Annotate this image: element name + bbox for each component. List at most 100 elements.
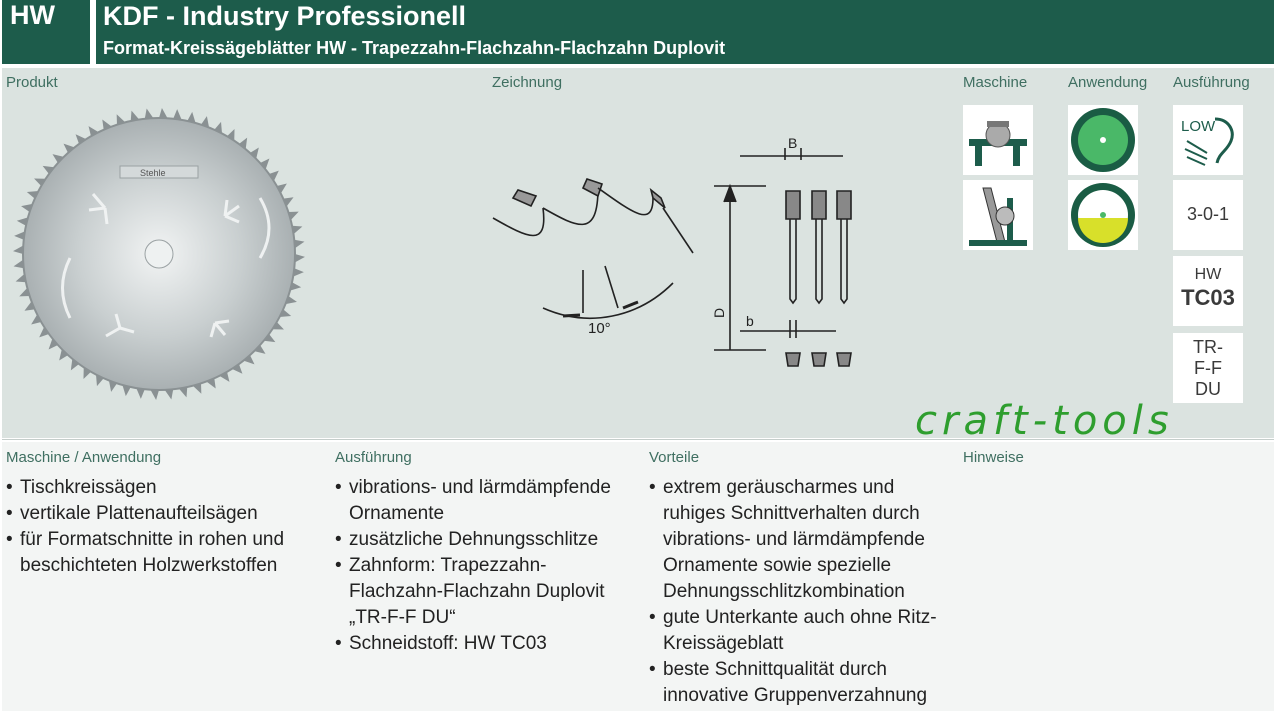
list-item: beste Schnittqualität durch innovative G… — [649, 657, 939, 709]
blade-full-green-icon — [1071, 108, 1135, 172]
saw-tooth — [70, 358, 80, 371]
ausfuehrung-label: Ausführung — [1173, 74, 1250, 91]
tooth-form-tile: TR- F-F DU — [1173, 333, 1243, 403]
list-item: vertikale Plattenaufteilsägen — [6, 501, 306, 527]
maschine-anwendung-label: Maschine / Anwendung — [6, 449, 162, 466]
vertical-saw-tile — [963, 180, 1033, 250]
material-hw: HW — [1194, 266, 1222, 283]
saw-tooth — [254, 345, 266, 354]
saw-tooth — [219, 371, 230, 382]
b-upper-label: B — [788, 135, 797, 151]
material-tc: TC03 — [1181, 285, 1235, 310]
low-noise-ear-icon: LOW — [1181, 117, 1234, 166]
table-saw-icon — [969, 121, 1027, 166]
tooth-form-line1: TR- — [1193, 337, 1223, 357]
saw-tooth — [13, 259, 24, 269]
saw-tooth — [164, 389, 174, 400]
saw-tooth — [289, 282, 302, 291]
title-bar: KDF - Industry Professionell Format-Krei… — [96, 0, 1274, 64]
saw-tooth — [294, 254, 305, 263]
saw-tooth — [178, 387, 188, 398]
saw-tooth — [136, 388, 145, 399]
saw-tooth — [150, 389, 159, 400]
saw-tooth — [187, 111, 196, 124]
saw-tooth — [75, 134, 87, 144]
rip-cut-tile — [1068, 105, 1138, 175]
saw-tooth — [243, 355, 255, 365]
saw-tooth — [293, 268, 304, 277]
saw-tooth — [272, 322, 284, 330]
saw-tooth — [130, 110, 140, 121]
angle-label: 10° — [588, 320, 611, 337]
saw-tooth — [294, 239, 305, 249]
coated-cut-tile — [1068, 180, 1138, 250]
saw-tooth — [263, 333, 276, 343]
hw-badge: HW — [2, 0, 90, 64]
technical-drawing: 10° D B b — [492, 135, 852, 367]
code-value: 3-0-1 — [1186, 204, 1230, 224]
vorteile-list: extrem geräuscharmes und ruhiges Schnitt… — [649, 475, 939, 709]
vorteile-label: Vorteile — [649, 449, 700, 466]
saw-tooth — [16, 217, 29, 226]
saw-tooth — [292, 225, 303, 235]
tooth-form-line3: DU — [1195, 379, 1221, 399]
saw-tooth — [269, 170, 279, 182]
vertical-saw-icon — [969, 187, 1027, 246]
blade-half-yellow-icon — [1071, 183, 1135, 247]
produkt-label: Produkt — [6, 74, 58, 91]
blade-brand: Stehle — [140, 168, 166, 178]
list-item: vibrations- und lärmdämpfende Ornamente — [335, 475, 635, 527]
tooth-form-line2: F-F — [1194, 358, 1222, 378]
divider — [2, 439, 1274, 440]
maschine-list: Tischkreissägen vertikale Plattenaufteil… — [6, 475, 306, 579]
saw-tooth — [144, 108, 154, 119]
header: HW KDF - Industry Professionell Format-K… — [0, 0, 1276, 65]
anwendung-label: Anwendung — [1068, 74, 1148, 91]
saw-blade-image: Stehle — [13, 108, 305, 400]
code-tile: 3-0-1 — [1173, 180, 1243, 250]
list-item: gute Unterkante auch ohne Ritz-Kreissäge… — [649, 605, 939, 657]
saw-tooth — [48, 338, 58, 350]
saw-tooth — [31, 314, 42, 325]
saw-tooth — [63, 143, 75, 153]
hw-badge-text: HW — [10, 0, 55, 30]
saw-tooth — [173, 109, 182, 120]
saw-tooth — [276, 183, 287, 194]
saw-tooth — [34, 178, 46, 186]
saw-tooth — [59, 349, 68, 361]
saw-tooth — [52, 154, 64, 163]
material-tile: HW TC03 — [1173, 256, 1243, 326]
table-saw-tile — [963, 105, 1033, 175]
list-item: extrem geräuscharmes und ruhiges Schnitt… — [649, 475, 939, 605]
saw-tooth — [88, 126, 99, 137]
hinweise-label: Hinweise — [963, 449, 1024, 466]
list-item: Zahnform: Trapezzahn-Flachzahn-Flachzahn… — [335, 553, 635, 631]
ausfuehrung-list: vibrations- und lärmdämpfende Ornamente … — [335, 475, 635, 657]
ausfuehrung-details-label: Ausführung — [335, 449, 412, 466]
saw-tooth — [15, 273, 26, 283]
d-label: D — [711, 308, 727, 318]
saw-tooth — [13, 245, 24, 254]
b-lower-label: b — [746, 313, 754, 329]
low-noise-tile: LOW — [1173, 105, 1243, 175]
saw-tooth — [260, 158, 270, 170]
saw-tooth — [227, 129, 235, 141]
saw-tooth — [238, 137, 248, 150]
saw-tooth — [159, 108, 168, 119]
craft-tools-logo: craft-tools — [915, 398, 1174, 444]
maschine-label: Maschine — [963, 74, 1028, 91]
saw-tooth — [231, 364, 243, 374]
low-noise-label: LOW — [1181, 118, 1216, 135]
list-item: Schneidstoff: HW TC03 — [335, 631, 635, 657]
zeichnung-label: Zeichnung — [492, 74, 563, 91]
list-item: zusätzliche Dehnungsschlitze — [335, 527, 635, 553]
saw-tooth — [14, 231, 25, 240]
page-subtitle: Format-Kreissägeblätter HW - Trapezzahn-… — [103, 38, 726, 58]
saw-tooth — [83, 367, 91, 379]
list-item: Tischkreissägen — [6, 475, 306, 501]
page-title: KDF - Industry Professionell — [103, 1, 467, 31]
saw-tooth — [122, 384, 131, 397]
saw-tooth — [39, 326, 49, 338]
saw-tooth — [42, 165, 55, 175]
saw-tooth — [250, 147, 259, 159]
